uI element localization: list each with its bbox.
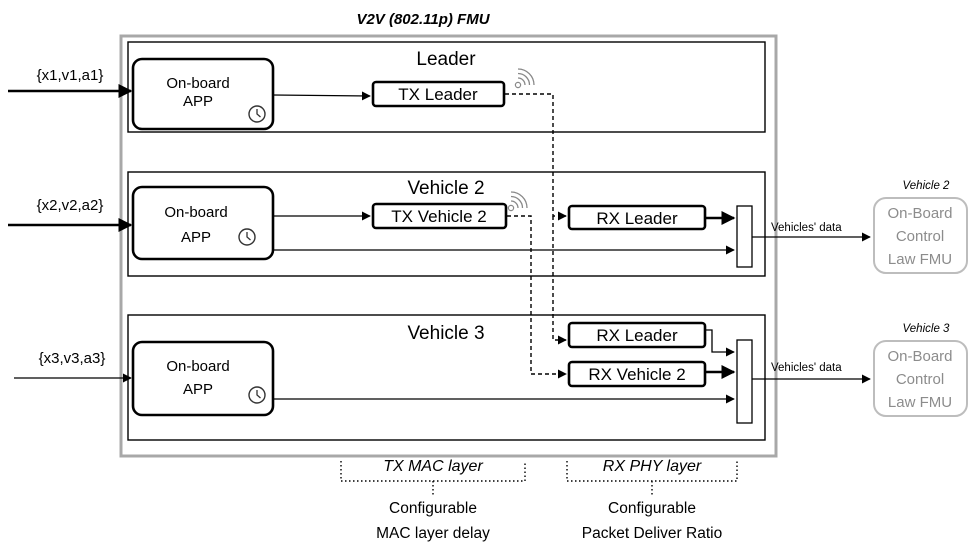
layer-conf-tx-mac-1: Configurable bbox=[389, 500, 477, 517]
clock-icon bbox=[238, 228, 256, 246]
mux-bar-vehicle2 bbox=[736, 205, 753, 268]
app-label-leader-2: APP bbox=[183, 93, 213, 110]
link-tx-vehicle2-to-rx-vehicle3 bbox=[507, 215, 567, 379]
link-tx-leader-to-rx-vehicle2 bbox=[505, 93, 567, 221]
input-label-leader: {x1,v1,a1} bbox=[37, 67, 104, 84]
app-to-tx-leader bbox=[272, 91, 371, 101]
app-label-vehicle3-1: On-board bbox=[166, 358, 229, 375]
control-fmu-vehicle3 bbox=[873, 340, 968, 417]
layer-conf-rx-phy-2: Packet Deliver Ratio bbox=[582, 525, 722, 542]
rx-leader-label-vehicle3: RX Leader bbox=[596, 326, 678, 345]
input-label-vehicle3: {x3,v3,a3} bbox=[39, 350, 106, 367]
control-fmu-vehicle3-line2: Control bbox=[896, 371, 944, 388]
app-label-vehicle2-2: APP bbox=[181, 229, 211, 246]
layer-name-rx-phy: RX PHY layer bbox=[603, 458, 702, 475]
tx-box-leader bbox=[371, 80, 506, 108]
app-label-vehicle2-1: On-board bbox=[164, 204, 227, 221]
fmu-title: V2V (802.11p) FMU bbox=[356, 11, 490, 28]
panel-title-vehicle2: Vehicle 2 bbox=[407, 178, 484, 199]
control-fmu-vehicle3-line3: Law FMU bbox=[888, 394, 952, 411]
app-box-vehicle2 bbox=[131, 185, 275, 261]
app-label-vehicle3-2: APP bbox=[183, 381, 213, 398]
input-label-vehicle2: {x2,v2,a2} bbox=[37, 197, 104, 214]
tx-box-vehicle2 bbox=[371, 202, 508, 230]
app-box-leader bbox=[131, 57, 275, 131]
rx-leader-label-vehicle2: RX Leader bbox=[596, 209, 678, 228]
tx-label-vehicle2: TX Vehicle 2 bbox=[391, 207, 486, 226]
external-vehicle-label-3: Vehicle 3 bbox=[903, 323, 950, 335]
output-data-label-vehicle2: Vehicles' data bbox=[771, 222, 842, 234]
clock-icon bbox=[248, 105, 266, 123]
output-data-label-vehicle3: Vehicles' data bbox=[771, 362, 842, 374]
app-label-leader-1: On-board bbox=[166, 75, 229, 92]
tx-label-leader: TX Leader bbox=[398, 85, 478, 104]
panel-title-leader: Leader bbox=[416, 49, 476, 70]
mux-bar-vehicle3 bbox=[736, 339, 753, 424]
panel-title-vehicle3: Vehicle 3 bbox=[407, 323, 484, 344]
control-fmu-vehicle2 bbox=[873, 197, 968, 274]
rx-vehicle2-label-vehicle3: RX Vehicle 2 bbox=[588, 365, 685, 384]
layer-name-tx-mac: TX MAC layer bbox=[383, 458, 483, 475]
external-vehicle-label-2: Vehicle 2 bbox=[903, 180, 950, 192]
layer-conf-tx-mac-2: MAC layer delay bbox=[376, 525, 490, 542]
control-fmu-vehicle2-line3: Law FMU bbox=[888, 251, 952, 268]
control-fmu-vehicle2-line2: Control bbox=[896, 228, 944, 245]
control-fmu-vehicle3-line1: On-Board bbox=[887, 348, 952, 365]
rx-vehicle2-box-vehicle3 bbox=[567, 360, 707, 388]
fmu-frame bbox=[119, 34, 778, 458]
app-box-vehicle3 bbox=[131, 340, 275, 417]
clock-icon bbox=[248, 386, 266, 404]
control-fmu-vehicle2-line1: On-Board bbox=[887, 205, 952, 222]
rx-leader-box-vehicle3 bbox=[567, 321, 707, 349]
rx-leader-to-mux-vehicle3 bbox=[705, 329, 735, 357]
layer-conf-rx-phy-1: Configurable bbox=[608, 500, 696, 517]
